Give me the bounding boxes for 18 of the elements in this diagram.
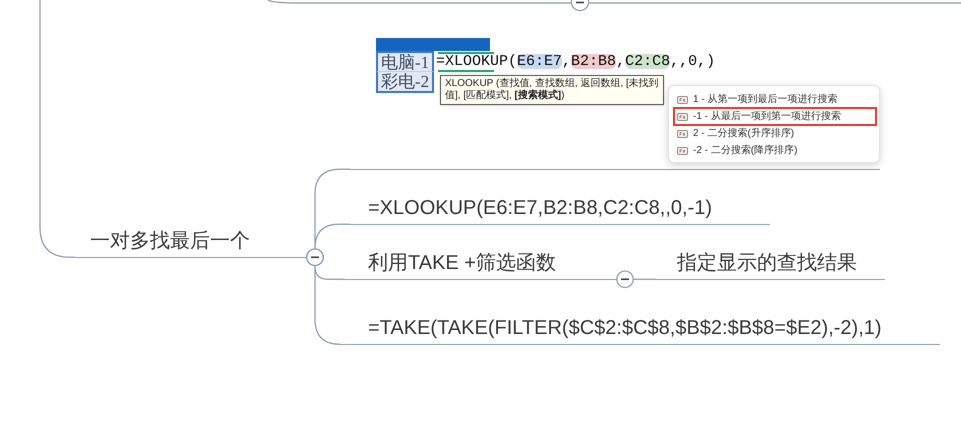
- branch-connector: [616, 270, 656, 288]
- topic-text: 指定显示的查找结果: [677, 253, 857, 273]
- formula-text: =XLOOKUP(E6:E7,B2:B8,C2:C8,,0,): [436, 51, 742, 72]
- menu-item-text: 2 - 二分搜索(升序排序): [693, 128, 794, 138]
- branch-connector: [306, 248, 341, 345]
- branch-connector: [39, 0, 75, 258]
- dropdown-menu: [668, 85, 880, 163]
- menu-item-text: 1 - 从第一项到最后一项进行搜索: [693, 94, 838, 104]
- highlight-frame: [673, 107, 877, 126]
- topic-text: =TAKE(TAKE(FILTER($C$2:$C$8,$B$2:$B$8=$E2),-2),1): [368, 318, 882, 338]
- menu-item-text: -1 - 从最后一项到第一项进行搜索: [693, 112, 841, 122]
- spreadsheet-cell: 电脑-1: [376, 51, 434, 72]
- topic-text: 利用TAKE +筛选函数: [368, 253, 556, 273]
- spreadsheet-cell: 彩电-2: [376, 72, 434, 93]
- topic-text: 一对多找最后一个: [90, 231, 250, 251]
- menu-item-text: -2 - 二分搜索(降序排序): [693, 146, 798, 156]
- topic-text: =XLOOKUP(E6:E7,B2:B8,C2:C8,,0,-1): [368, 198, 712, 218]
- tooltip: XLOOKUP (查找值, 查找数组, 返回数组, [未找到值], [匹配模式], [搜索模式]): [440, 75, 664, 105]
